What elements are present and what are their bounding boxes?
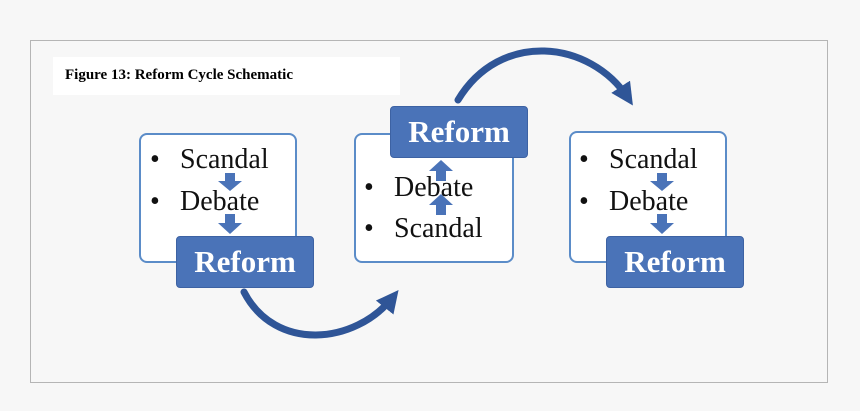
down-arrow-icon [650, 173, 674, 191]
bullet: • [579, 144, 589, 175]
figure-caption: Figure 13: Reform Cycle Schematic [53, 57, 400, 95]
item-label: Debate [180, 186, 260, 217]
stage-1-reform-box: Reform [176, 236, 314, 288]
item-label: Debate [394, 172, 474, 203]
stage-2-reform-box: Reform [390, 106, 528, 158]
down-arrow-icon [218, 173, 242, 191]
item-label: Debate [609, 186, 689, 217]
stage-1-item-2: • Debate [150, 188, 259, 216]
stage-3-item-1: • Scandal [579, 146, 698, 174]
stage-3-reform-box: Reform [606, 236, 744, 288]
down-arrow-icon [650, 214, 674, 234]
up-arrow-icon [429, 194, 453, 215]
down-arrow-icon [218, 214, 242, 234]
curved-arrow-icon [240, 288, 399, 339]
bullet: • [150, 186, 160, 217]
bullet: • [150, 144, 160, 175]
stage-2-item-2: • Scandal [364, 215, 483, 243]
bullet: • [579, 186, 589, 217]
item-label: Scandal [394, 213, 483, 244]
bullet: • [364, 213, 374, 244]
item-label: Scandal [180, 144, 269, 175]
stage-3-item-2: • Debate [579, 188, 688, 216]
curved-arrow-icon [454, 47, 633, 106]
bullet: • [364, 172, 374, 203]
item-label: Scandal [609, 144, 698, 175]
stage-2-item-1: • Debate [364, 174, 473, 202]
up-arrow-icon [429, 160, 453, 181]
stage-1-item-1: • Scandal [150, 146, 269, 174]
